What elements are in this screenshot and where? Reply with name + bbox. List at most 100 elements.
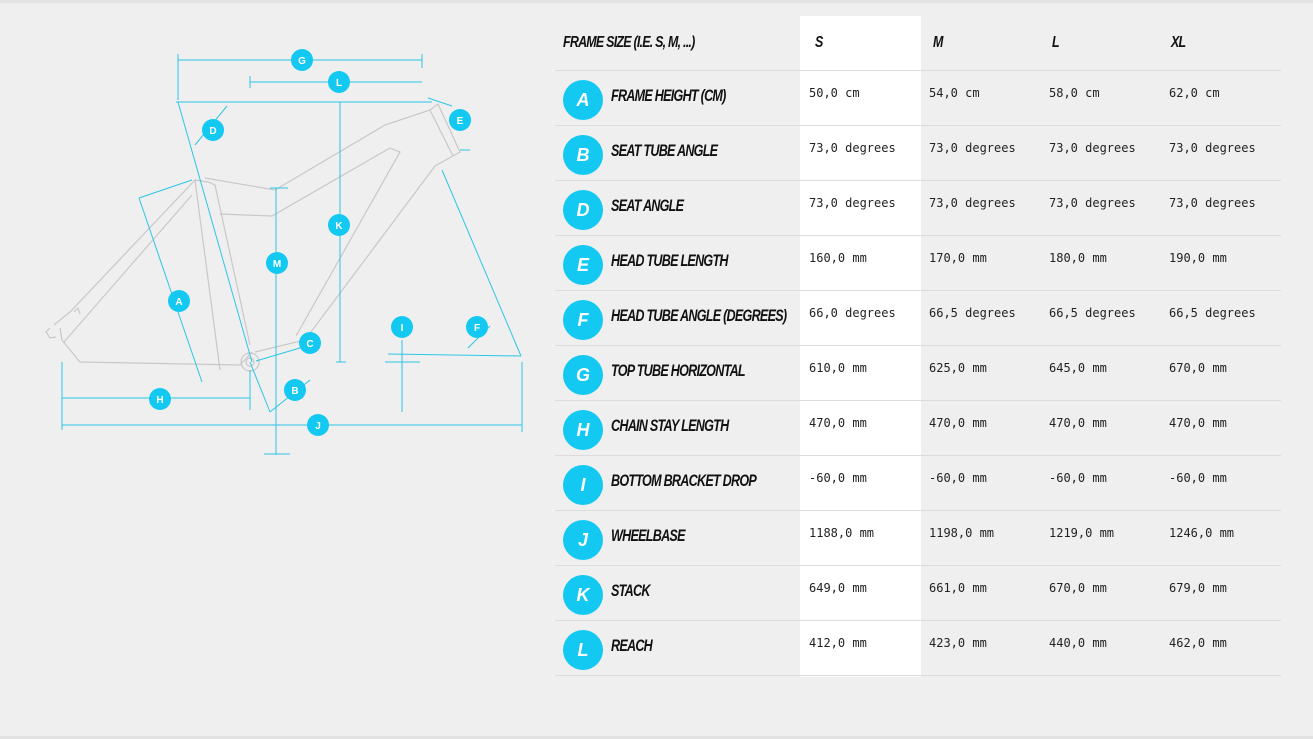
svg-text:C: C	[306, 339, 313, 350]
value-size-xl: 679,0 mm	[1169, 581, 1227, 595]
svg-text:E: E	[457, 116, 464, 127]
row-label-cell: HChain stay length	[555, 401, 800, 455]
value-size-xl: -60,0 mm	[1169, 471, 1227, 485]
marker-i[interactable]: I	[391, 316, 413, 338]
measure-letter: L	[577, 639, 589, 660]
measure-letter-badge: J	[563, 520, 603, 560]
measure-letter-badge: L	[563, 630, 603, 670]
value-size-s: 412,0 mm	[809, 636, 867, 650]
marker-g[interactable]: G	[291, 49, 313, 71]
svg-text:K: K	[335, 221, 343, 232]
measure-letter-badge: I	[563, 465, 603, 505]
marker-a[interactable]: A	[168, 290, 190, 312]
top-divider	[0, 0, 1313, 3]
value-size-xl: 66,5 degrees	[1169, 306, 1256, 320]
svg-text:L: L	[336, 78, 342, 89]
header-size-m: M	[933, 34, 944, 51]
header-label-cell: Frame size (I.E. S, M, ...)	[555, 16, 806, 70]
value-size-m: 170,0 mm	[929, 251, 987, 265]
value-size-l: -60,0 mm	[1049, 471, 1107, 485]
value-size-xl: 73,0 degrees	[1169, 196, 1256, 210]
bottom-divider	[0, 736, 1313, 739]
value-size-m: 1198,0 mm	[929, 526, 995, 540]
measure-label: Head tube length	[611, 251, 728, 270]
marker-k[interactable]: K	[328, 214, 350, 236]
value-size-l: 645,0 mm	[1049, 361, 1107, 375]
marker-c[interactable]: C	[299, 332, 321, 354]
value-size-s: 1188,0 mm	[809, 526, 875, 540]
value-size-s: -60,0 mm	[809, 471, 867, 485]
table-row: E Head tube length 160,0 mm 170,0 mm 180,0 m…	[555, 236, 1281, 291]
marker-d[interactable]: D	[202, 119, 224, 141]
marker-l[interactable]: L	[328, 71, 350, 93]
marker-m[interactable]: M	[266, 252, 288, 274]
value-size-xl: 462,0 mm	[1169, 636, 1227, 650]
table-row: BSeat tube angle 73,0 degrees 73,0 degrees…	[555, 126, 1281, 181]
measure-letter: F	[577, 309, 589, 330]
value-size-l: 58,0 cm	[1049, 86, 1100, 100]
table-row: DSeat angle 73,0 degrees 73,0 degrees 73,0 …	[555, 181, 1281, 236]
value-size-s: 649,0 mm	[809, 581, 867, 595]
svg-text:F: F	[474, 323, 480, 334]
measure-letter-badge: B	[563, 135, 603, 175]
frame-outline	[45, 103, 461, 372]
marker-b[interactable]: B	[284, 379, 306, 401]
value-size-m: 73,0 degrees	[929, 196, 1016, 210]
header-size-xl: XL	[1171, 34, 1186, 51]
value-size-m: 470,0 mm	[929, 416, 987, 430]
svg-text:B: B	[291, 386, 298, 397]
value-size-s: 160,0 mm	[809, 251, 867, 265]
value-size-l: 470,0 mm	[1049, 416, 1107, 430]
measure-label: Reach	[611, 636, 653, 655]
measure-letter: A	[576, 89, 590, 110]
svg-text:H: H	[156, 395, 163, 406]
table-row: HChain stay length 470,0 mm 470,0 mm 470,0 …	[555, 401, 1281, 456]
value-size-l: 73,0 degrees	[1049, 196, 1136, 210]
marker-f[interactable]: F	[466, 316, 488, 338]
value-size-m: -60,0 mm	[929, 471, 987, 485]
value-size-xl: 670,0 mm	[1169, 361, 1227, 375]
measure-letter-badge: E	[563, 245, 603, 285]
row-label-cell: BSeat tube angle	[555, 126, 800, 180]
size-s-column-highlight	[800, 16, 921, 677]
measure-letter: G	[575, 364, 590, 385]
measure-label: Seat angle	[611, 196, 684, 215]
marker-h[interactable]: H	[149, 388, 171, 410]
row-label-cell: DSeat angle	[555, 181, 800, 235]
measure-letter: H	[576, 419, 590, 440]
row-label-cell: JWheelbase	[555, 511, 800, 565]
bike-geometry-diagram: G L D E K M A I F C H B J	[45, 49, 523, 455]
value-size-l: 180,0 mm	[1049, 251, 1107, 265]
value-size-s: 470,0 mm	[809, 416, 867, 430]
row-label-cell: L Reach	[555, 621, 800, 675]
value-size-xl: 62,0 cm	[1169, 86, 1220, 100]
value-size-xl: 73,0 degrees	[1169, 141, 1256, 155]
value-size-m: 661,0 mm	[929, 581, 987, 595]
marker-j[interactable]: J	[307, 414, 329, 436]
measure-letter: K	[576, 584, 590, 605]
measure-letter-badge: A	[563, 80, 603, 120]
measure-letter: I	[580, 474, 586, 495]
header-size-s: S	[814, 34, 823, 51]
value-size-xl: 1246,0 mm	[1169, 526, 1235, 540]
measure-letter: B	[576, 144, 590, 165]
svg-text:A: A	[175, 297, 182, 308]
row-label-cell: IBottom bracket drop	[555, 456, 800, 510]
svg-text:J: J	[315, 421, 321, 432]
header-size-l: L	[1052, 34, 1060, 51]
row-label-cell: KStack	[555, 566, 800, 620]
geometry-table: Frame size (I.E. S, M, ...) S M L XL A Fr…	[555, 16, 1281, 676]
marker-e[interactable]: E	[449, 109, 471, 131]
measure-label: Frame height (cm)	[611, 86, 726, 105]
value-size-xl: 190,0 mm	[1169, 251, 1227, 265]
row-label-cell: GTop tube horizontal	[555, 346, 800, 400]
value-size-s: 610,0 mm	[809, 361, 867, 375]
row-label-cell: E Head tube length	[555, 236, 800, 290]
value-size-l: 73,0 degrees	[1049, 141, 1136, 155]
value-size-l: 66,5 degrees	[1049, 306, 1136, 320]
